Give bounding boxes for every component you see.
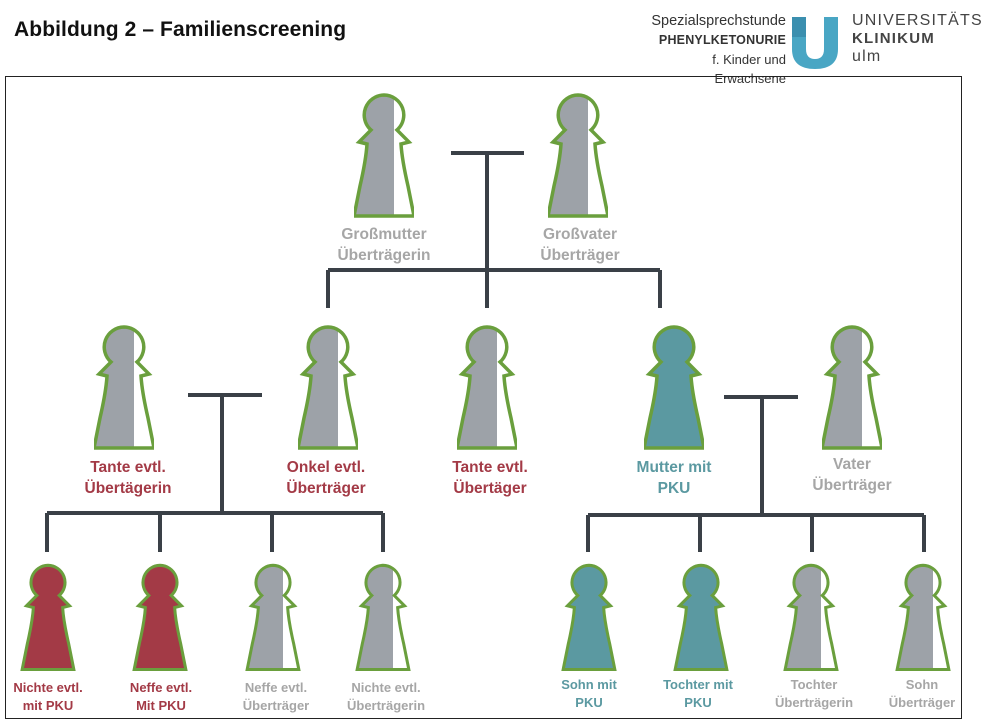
logo-word-3: ulm xyxy=(852,48,882,65)
label-niece-2-line1: Nichte evtl. xyxy=(351,680,421,695)
label-father-line2: Überträger xyxy=(812,477,892,494)
label-mother: Mutter mit PKU xyxy=(637,457,712,499)
label-son-2: Sohn Überträger xyxy=(889,676,955,712)
label-aunt-2-line2: Übertäger xyxy=(453,480,527,497)
label-nephew-2-line1: Neffe evtl. xyxy=(244,680,308,695)
label-daughter-1: Tochter mit PKU xyxy=(663,676,733,712)
label-uncle-line1: Onkel evtl. xyxy=(286,459,366,476)
label-father: Vater Überträger xyxy=(812,454,891,496)
label-son-1: Sohn mit PKU xyxy=(561,676,617,712)
pawn-niece-2 xyxy=(355,563,411,672)
page-title: Abbildung 2 – Familienscreening xyxy=(14,18,347,41)
label-uncle: Onkel evtl. Überträger xyxy=(286,457,365,499)
label-niece-1-line1: Nichte evtl. xyxy=(13,680,83,695)
logo-word-2: KLINIKUM xyxy=(852,30,935,47)
label-grandfather-line2: Überträger xyxy=(540,247,620,264)
label-son-2-line2: Überträger xyxy=(888,695,956,710)
label-niece-1-line2: mit PKU xyxy=(22,698,74,713)
label-nephew-1-line1: Neffe evtl. xyxy=(129,680,193,695)
pawn-grandmother xyxy=(354,93,414,218)
pawn-son-1 xyxy=(561,563,617,672)
logo-line-2: PHENYLKETONURIE xyxy=(658,33,786,47)
label-aunt-2: Tante evtl. Übertäger xyxy=(452,457,528,499)
label-aunt-2-line1: Tante evtl. xyxy=(452,459,528,476)
label-daughter-2-line1: Tochter xyxy=(790,677,838,692)
label-grandmother-line1: Großmutter xyxy=(341,226,427,243)
label-aunt-1-line1: Tante evtl. xyxy=(90,459,166,476)
pawn-nephew-1 xyxy=(132,563,188,672)
pawn-aunt-1 xyxy=(94,325,154,450)
diagram-frame xyxy=(5,76,962,719)
label-aunt-1: Tante evtl. Übertägerin xyxy=(85,457,172,499)
label-niece-1: Nichte evtl. mit PKU xyxy=(13,679,82,715)
label-daughter-2-line2: Überträgerin xyxy=(774,695,854,710)
label-father-line1: Vater xyxy=(833,456,871,473)
pawn-daughter-2 xyxy=(783,563,839,672)
university-logo-icon xyxy=(792,17,838,69)
clinic-logo-text: Spezialsprechstunde PHENYLKETONURIE f. K… xyxy=(644,12,786,88)
label-niece-2: Nichte evtl. Überträgerin xyxy=(347,679,425,715)
label-daughter-2: Tochter Überträgerin xyxy=(775,676,853,712)
label-son-1-line2: PKU xyxy=(575,695,603,710)
label-nephew-2-line2: Überträger xyxy=(242,698,310,713)
pawn-uncle xyxy=(298,325,358,450)
pawn-niece-1 xyxy=(20,563,76,672)
label-aunt-1-line2: Übertägerin xyxy=(84,480,172,497)
label-mother-line2: PKU xyxy=(657,480,691,497)
label-son-2-line1: Sohn xyxy=(905,677,939,692)
logo-line-3: f. Kinder und Erwachsene xyxy=(712,52,786,86)
pedigree-lines xyxy=(45,151,926,552)
label-daughter-1-line2: PKU xyxy=(684,695,712,710)
label-grandfather-line1: Großvater xyxy=(542,226,618,243)
label-nephew-1-line2: Mit PKU xyxy=(136,698,186,713)
label-grandfather: Großvater Überträger xyxy=(540,224,619,266)
pawn-father xyxy=(822,325,882,450)
logo-line-1: Spezialsprechstunde xyxy=(651,13,786,29)
logo-word-1: UNIVERSITÄTS xyxy=(852,12,983,29)
label-nephew-1: Neffe evtl. Mit PKU xyxy=(130,679,192,715)
pawn-son-2 xyxy=(895,563,951,672)
label-uncle-line2: Überträger xyxy=(286,480,366,497)
label-nephew-2: Neffe evtl. Überträger xyxy=(243,679,309,715)
label-niece-2-line2: Überträgerin xyxy=(346,698,426,713)
label-daughter-1-line1: Tochter mit xyxy=(663,677,733,692)
pawn-nephew-2 xyxy=(245,563,301,672)
pawn-grandfather xyxy=(548,93,608,218)
label-grandmother-line2: Überträgerin xyxy=(337,247,431,264)
pawn-daughter-1 xyxy=(673,563,729,672)
pawn-aunt-2 xyxy=(457,325,517,450)
label-son-1-line1: Sohn mit xyxy=(561,677,617,692)
university-logo-words: UNIVERSITÄTS KLINIKUM ulm xyxy=(852,12,983,66)
pawn-mother xyxy=(644,325,704,450)
label-mother-line1: Mutter mit xyxy=(636,459,712,476)
label-grandmother: Großmutter Überträgerin xyxy=(337,224,430,266)
